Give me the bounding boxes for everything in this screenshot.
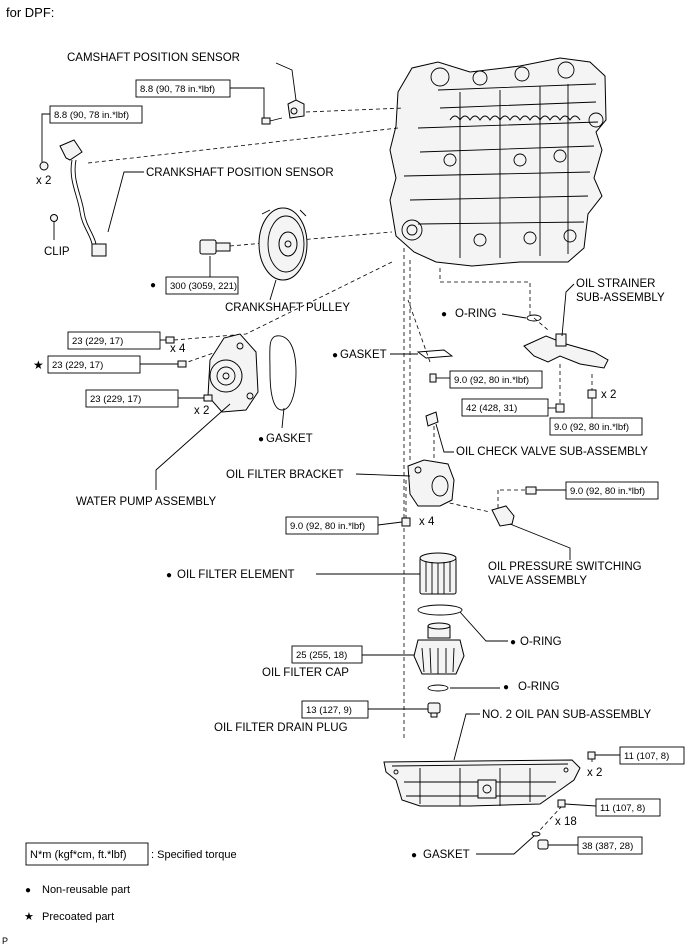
pulley-bolt [199, 239, 231, 255]
pan-drain-gasket [531, 831, 541, 837]
filter-element-non-reusable-mark: ● [166, 570, 172, 581]
top-o-ring-non-reusable-mark: ● [441, 309, 447, 320]
oil-filter-cap-label: OIL FILTER CAP [262, 667, 349, 679]
figure-code: P [2, 936, 8, 946]
bracket-qty: x 4 [419, 516, 435, 528]
camshaft-position-sensor [287, 99, 305, 119]
ops-valve-label-2: VALVE ASSEMBLY [488, 575, 587, 587]
legend-non-reusable-text: Non-reusable part [42, 884, 130, 896]
crank-sensor-bolt [39, 161, 49, 171]
oil-pan-label: NO. 2 OIL PAN SUB-ASSEMBLY [482, 709, 651, 721]
water-pump-assembly [207, 333, 259, 413]
ops-valve-label-1: OIL PRESSURE SWITCHING [488, 561, 642, 573]
page-title: for DPF: [6, 5, 54, 20]
oil-check-valve [425, 411, 439, 427]
clip-label: CLIP [44, 246, 70, 258]
water-pump-label: WATER PUMP ASSEMBLY [76, 496, 216, 508]
pump-torque-b: 23 (229, 17) [52, 360, 103, 371]
low-o-ring-label: O-RING [518, 681, 560, 693]
crank-sensor-qty: x 2 [36, 175, 51, 187]
engine-block [389, 57, 607, 267]
strainer-qty: x 2 [601, 389, 616, 401]
legend-unit-box: N*m (kgf*cm, ft.*lbf) [30, 849, 127, 861]
upper-gasket-non-reusable-mark: ● [332, 350, 338, 361]
drain-plug-label: OIL FILTER DRAIN PLUG [214, 722, 348, 734]
upper-gasket [416, 349, 454, 359]
strainer-torque-b: 9.0 (92, 80 in.*lbf) [554, 422, 629, 433]
oil-filter-cap [413, 622, 465, 675]
oil-check-valve-label: OIL CHECK VALVE SUB-ASSEMBLY [456, 446, 648, 458]
bracket-bolt [401, 517, 411, 527]
pan-torque-b: 11 (107, 8) [600, 803, 645, 814]
crankshaft-position-sensor [59, 139, 107, 257]
pump-gasket-label: GASKET [266, 433, 313, 445]
pump-torque-a: 23 (229, 17) [72, 336, 123, 347]
drain-plug-torque: 13 (127, 9) [306, 705, 352, 716]
oil-strainer-label-1: OIL STRAINER [576, 278, 655, 290]
mid-o-ring-non-reusable-mark: ● [510, 637, 516, 648]
drain-o-ring [427, 684, 449, 692]
legend-unit-desc: : Specified torque [151, 849, 237, 861]
ops-valve-bolt [525, 486, 537, 495]
legend-precoated-symbol: ★ [24, 911, 34, 923]
oil-pressure-switching-valve [491, 505, 515, 527]
strainer-torque-a: 42 (428, 31) [466, 403, 517, 414]
oil-filter-element-label: OIL FILTER ELEMENT [177, 569, 295, 581]
pump-torque-c: 23 (229, 17) [90, 394, 141, 405]
check-valve-bolt [429, 373, 437, 383]
oil-filter-element [419, 552, 457, 595]
pump-qty-a: x 4 [170, 343, 186, 355]
strainer-o-ring [526, 314, 542, 322]
pulley-bolt-non-reusable-mark: ● [150, 280, 156, 291]
check-valve-torque: 9.0 (92, 80 in.*lbf) [454, 375, 529, 386]
pump-gasket-non-reusable-mark: ● [258, 434, 264, 445]
crankshaft-pulley-label: CRANKSHAFT PULLEY [225, 302, 350, 314]
crank-sensor-torque: 8.8 (90, 78 in.*lbf) [54, 110, 129, 121]
oil-filter-bracket-label: OIL FILTER BRACKET [226, 469, 344, 481]
water-pump-gasket [269, 335, 297, 411]
ops-valve-torque: 9.0 (92, 80 in.*lbf) [570, 486, 645, 497]
bottom-gasket-non-reusable-mark: ● [411, 850, 417, 861]
pan-qty-a: x 2 [587, 767, 602, 779]
oil-filter-bracket [407, 459, 455, 507]
legend: N*m (kgf*cm, ft.*lbf) : Specified torque… [24, 842, 237, 923]
top-o-ring-label: O-RING [455, 308, 497, 320]
crankshaft-sensor-label: CRANKSHAFT POSITION SENSOR [146, 167, 334, 179]
no-2-oil-pan [383, 759, 581, 807]
camshaft-sensor-torque: 8.8 (90, 78 in.*lbf) [140, 84, 215, 95]
upper-gasket-label: GASKET [340, 349, 387, 361]
pan-drain-plug [537, 839, 549, 850]
crankshaft-pulley [258, 207, 308, 281]
oil-filter-drain-plug [427, 702, 441, 718]
camshaft-sensor-bolt [261, 117, 283, 125]
filter-cap-torque: 25 (255, 18) [296, 650, 347, 661]
strainer-bolts [555, 389, 597, 413]
pump-precoated-mark: ★ [33, 358, 44, 372]
pump-qty-c: x 2 [194, 405, 209, 417]
pan-qty-b: x 18 [555, 816, 577, 828]
pan-bolts [557, 751, 596, 808]
camshaft-sensor-label: CAMSHAFT POSITION SENSOR [67, 52, 240, 64]
oil-strainer-label-2: SUB-ASSEMBLY [576, 292, 665, 304]
pan-drain-torque: 38 (387, 28) [582, 841, 633, 852]
bottom-gasket-label: GASKET [423, 849, 470, 861]
bracket-torque: 9.0 (92, 80 in.*lbf) [290, 521, 365, 532]
clip [50, 214, 58, 222]
legend-precoated-text: Precoated part [42, 911, 114, 923]
legend-non-reusable-symbol: ● [25, 885, 31, 896]
oil-strainer-sub-assembly [523, 333, 609, 369]
low-o-ring-non-reusable-mark: ● [503, 682, 509, 693]
mid-o-ring-label: O-RING [520, 636, 562, 648]
pulley-bolt-torque: 300 (3059, 221) [170, 281, 237, 292]
filter-o-ring [417, 604, 463, 616]
pan-torque-a: 11 (107, 8) [624, 751, 669, 762]
